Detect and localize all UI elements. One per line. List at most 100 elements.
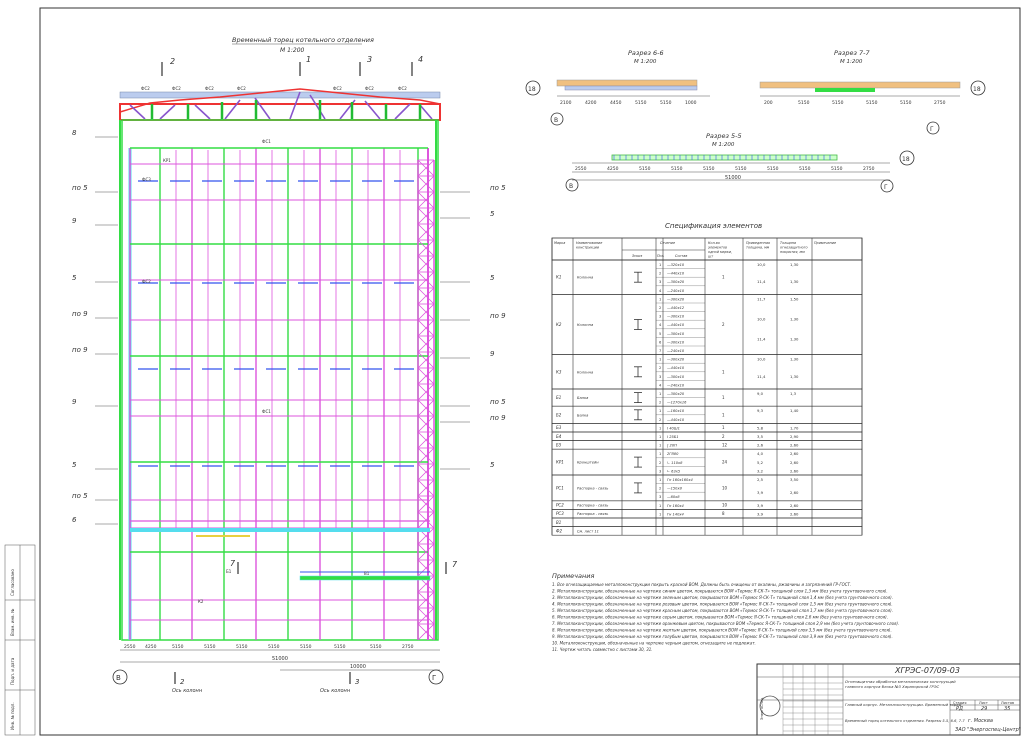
notes-title: Примечания (552, 572, 594, 580)
sheet-description: Временный торец котельного отделения. Ра… (845, 719, 965, 723)
spec-count: 12 (722, 442, 728, 447)
svg-text:3: 3 (355, 678, 359, 686)
dim-value: 2750 (934, 100, 946, 106)
spec-header: Кол-во (708, 241, 720, 245)
side-label-4: Согласовано (10, 569, 15, 596)
spec-thick: 3,9 (757, 490, 764, 495)
spec-coat: 2,60 (790, 468, 799, 473)
spec-coat: 2,60 (790, 490, 799, 495)
spec-comp: —300x10 (667, 375, 685, 379)
left-level-label: по 5 (72, 184, 88, 192)
spec-comp: Гн 160x4 (667, 504, 684, 508)
spec-comp: —300x20 (667, 392, 685, 396)
note-item: 6. Металлоконструкции, обозначенные на ч… (552, 615, 888, 620)
spec-coat: 1,30 (790, 337, 799, 342)
dim-value: 5150 (635, 100, 647, 106)
spec-pos: 1 (659, 263, 661, 267)
sheets-header: Листов (1001, 701, 1014, 705)
spec-count: 2 (722, 434, 725, 439)
spec-thick: 4,0 (757, 451, 764, 456)
side-label-2: Подп. и дата (10, 657, 15, 685)
dim-value: 200 (764, 100, 773, 106)
dim-value: 2750 (863, 166, 875, 172)
spec-comp: —300x20 (667, 297, 685, 301)
dim-value: 2550 (124, 644, 136, 650)
spec-mark: РС2 (556, 503, 564, 508)
spec-pos: 1 (659, 392, 661, 396)
right-level-label: 5 (490, 461, 495, 469)
member-label: ФС1 (262, 139, 271, 144)
left-margin-strip: Инв. № подл. Подп. и дата Взам. инв. № С… (4, 544, 36, 736)
dim-value: 4200 (585, 100, 597, 106)
stage-value: РД (956, 706, 963, 712)
spec-thick: 10,0 (757, 262, 766, 267)
spec-pos: 2 (659, 306, 661, 310)
s55-scale: М 1:200 (712, 142, 735, 148)
sheet-frame (39, 7, 1021, 736)
note-item: 9. Металлоконструкции, обозначенные на ч… (552, 634, 893, 639)
spec-thick: 3,9 (757, 503, 764, 508)
right-level-label: по 5 (490, 398, 506, 406)
dim-value: 1000 (685, 100, 697, 106)
spec-header: конструкции (576, 246, 600, 250)
spec-pos: 2 (659, 366, 661, 370)
spec-mark: К2 (556, 322, 562, 327)
spec-coat: 1,30 (790, 357, 799, 362)
spec-thick: 2,6 (757, 443, 764, 448)
spec-header: Наименование (576, 241, 602, 245)
spec-name: Колонна (577, 323, 593, 327)
left-level-label: 5 (72, 274, 77, 282)
spec-pos: 2 (659, 401, 661, 405)
right-level-label: по 5 (490, 184, 506, 192)
spec-count: 1 (722, 369, 725, 374)
dim-value: 5150 (767, 166, 779, 172)
spec-comp: I 40Ш1 (667, 426, 680, 430)
spec-coat: 1,30 (790, 262, 799, 267)
spec-thick: 10,0 (757, 316, 766, 321)
spec-header: Сечение (660, 241, 675, 245)
spec-pos: 2 (659, 418, 661, 422)
spec-comp: —60x8 (667, 495, 680, 499)
city: г. Москва (968, 718, 993, 724)
s77-axis-bottom: Г (930, 126, 934, 133)
axis-bubble-v: В (116, 674, 121, 682)
spec-pos: 4 (659, 323, 662, 327)
right-level-label: 5 (490, 210, 495, 218)
spec-pos: 1 (659, 426, 661, 430)
left-level-label: 9 (72, 217, 77, 225)
left-level-label: 9 (72, 398, 77, 406)
spec-comp: —440x10 (667, 366, 685, 370)
spec-coat: 3,50 (790, 477, 799, 482)
sheets-value: 35 (1004, 706, 1010, 712)
sheet-value: 29 (981, 706, 987, 712)
spec-mark: Б2 (556, 412, 562, 417)
svg-text:Ось колонн: Ось колонн (320, 688, 351, 694)
spec-comp: I 25Б1 (667, 435, 679, 439)
girts (130, 147, 428, 621)
note-item: 8. Металлоконструкции, обозначенные на ч… (552, 628, 892, 633)
spec-count: 10 (722, 503, 728, 508)
s55-axis-bottom: Г (884, 184, 888, 191)
member-label: ФС2 (398, 86, 407, 91)
spec-comp: 2ГЯ80 (667, 452, 679, 456)
project-name-line2: главного корпуса блока №3 Харанорской ГР… (845, 684, 939, 689)
spec-coat: 1,30 (790, 316, 799, 321)
left-level-label: 8 (72, 129, 77, 137)
spec-mark: Ф2 (556, 528, 562, 533)
spec-header: Марка (554, 241, 565, 245)
elevation-scale: М 1:200 (280, 47, 305, 54)
right-level-label: 5 (490, 274, 495, 282)
spec-count: 1 (722, 395, 725, 400)
spec-coat: 1,3 (790, 391, 797, 396)
side-label-1: Инв. № подл. (10, 702, 15, 730)
spec-mark: К1 (556, 275, 561, 280)
s55-title: Разрез 5-5 (706, 132, 742, 140)
s66-scale: М 1:200 (634, 59, 657, 65)
member-label: ФС2 (237, 86, 246, 91)
spec-mark: Б1 (556, 395, 561, 400)
spec-subheader: Эскиз (631, 254, 642, 258)
left-level-label: по 5 (72, 492, 88, 500)
